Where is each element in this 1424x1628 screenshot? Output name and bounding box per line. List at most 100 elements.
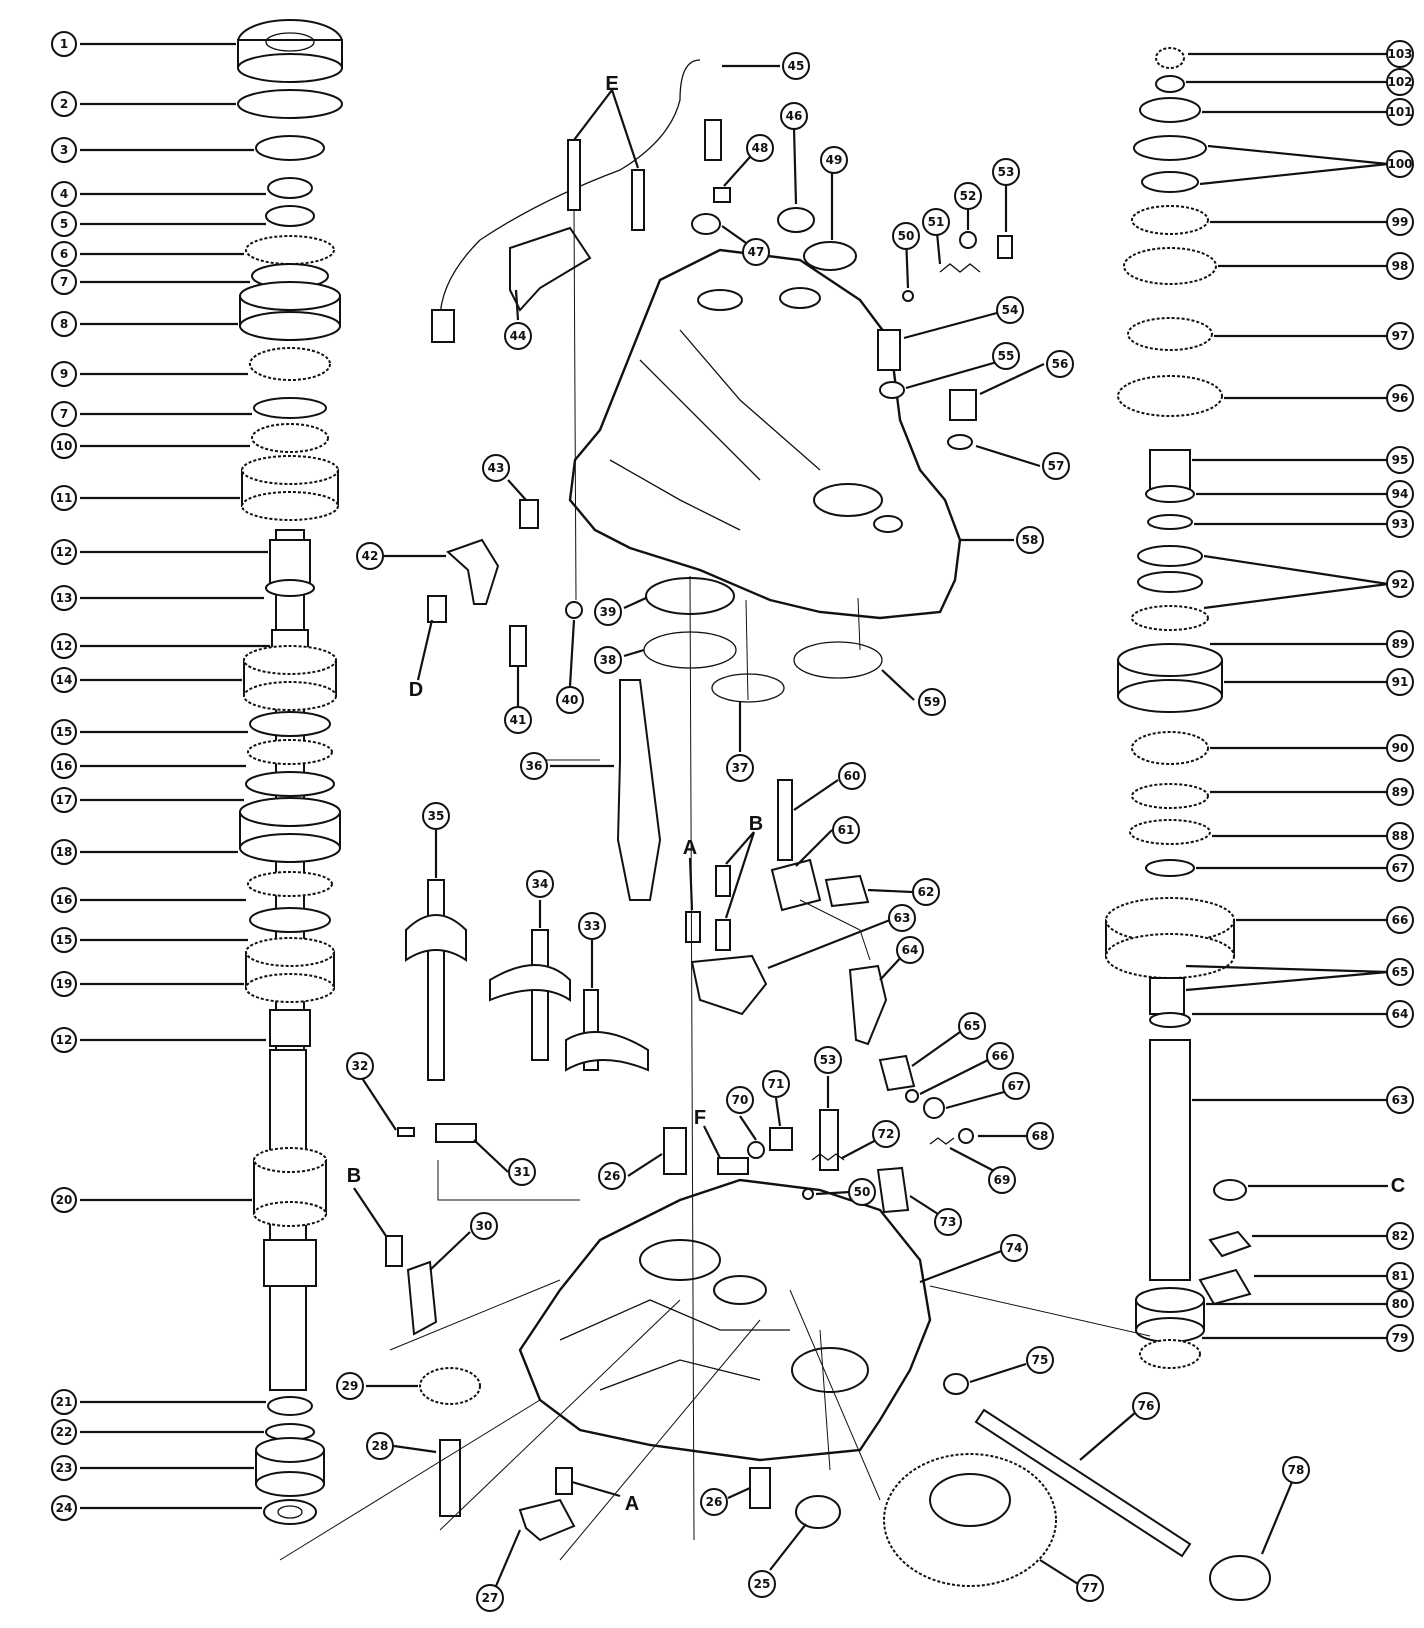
snap-ring-59 — [793, 641, 883, 679]
part-spacer-5 — [265, 205, 315, 227]
leader-55 — [905, 358, 1005, 390]
leader-69 — [949, 1147, 997, 1173]
part-bearing-80-bottom — [1135, 1317, 1205, 1343]
leader-62 — [867, 888, 913, 894]
housing-bore-a — [813, 483, 883, 517]
ball-50b — [802, 1188, 814, 1200]
housing-bore-d — [873, 515, 903, 533]
svg-text:76: 76 — [1138, 1399, 1155, 1413]
housing-bottom-bore-a — [639, 1239, 721, 1281]
callout-51: 51 — [922, 208, 950, 236]
leader-56 — [979, 363, 1045, 395]
callout-92: 92 — [1386, 570, 1414, 598]
callout-60: 60 — [838, 762, 866, 790]
callout-6: 6 — [51, 241, 77, 267]
part-hub-9 — [249, 347, 331, 381]
callout-63b: 63 — [1386, 1086, 1414, 1114]
svg-text:6: 6 — [60, 247, 68, 261]
svg-text:102: 102 — [1387, 75, 1412, 89]
svg-text:18: 18 — [56, 845, 73, 859]
callout-61: 61 — [832, 816, 860, 844]
label-C: C — [1391, 1175, 1405, 1197]
callout-89b: 89 — [1386, 778, 1414, 806]
part-ring-15b — [249, 907, 331, 933]
callout-69: 69 — [988, 1166, 1016, 1194]
callout-52: 52 — [954, 182, 982, 210]
washer-52 — [959, 231, 977, 249]
part-48 — [713, 187, 731, 203]
callout-99: 99 — [1386, 208, 1414, 236]
guide-7 — [929, 1285, 1151, 1337]
leader-32 — [361, 1077, 397, 1131]
snap-ring-37 — [711, 673, 785, 703]
part-ring-88 — [1129, 819, 1211, 845]
leader-27 — [494, 1529, 522, 1587]
svg-text:50: 50 — [854, 1185, 871, 1199]
svg-text:71: 71 — [768, 1077, 785, 1091]
callout-72: 72 — [872, 1120, 900, 1148]
part-gear-19-bottom — [245, 973, 335, 1003]
svg-text:103: 103 — [1387, 47, 1412, 61]
callout-39: 39 — [594, 598, 622, 626]
callout-29: 29 — [336, 1372, 364, 1400]
part-ring-93 — [1147, 514, 1193, 530]
part-gear-97 — [1127, 317, 1213, 351]
part-sleeve-8-top — [239, 281, 341, 311]
svg-text:91: 91 — [1392, 675, 1409, 689]
svg-text:81: 81 — [1392, 1269, 1409, 1283]
bolt-B1 — [715, 865, 731, 897]
svg-text:28: 28 — [372, 1439, 389, 1453]
part-spacer-95 — [1149, 449, 1191, 491]
spring-51 — [939, 263, 981, 273]
callout-70: 70 — [726, 1086, 754, 1114]
callout-27: 27 — [476, 1584, 504, 1612]
callout-56: 56 — [1046, 350, 1074, 378]
svg-text:80: 80 — [1392, 1297, 1409, 1311]
callout-22: 22 — [51, 1419, 77, 1445]
part-gear-10 — [251, 423, 329, 453]
svg-text:64: 64 — [1392, 1007, 1409, 1021]
callout-90: 90 — [1386, 734, 1414, 762]
svg-text:54: 54 — [1002, 303, 1019, 317]
leader-A1 — [688, 857, 694, 911]
callout-15a: 15 — [51, 719, 77, 745]
shaft-76 — [974, 1408, 1192, 1558]
wire-harness — [439, 59, 701, 321]
svg-text:52: 52 — [960, 189, 977, 203]
bolt-F — [717, 1157, 749, 1175]
svg-text:47: 47 — [748, 245, 765, 259]
svg-text:56: 56 — [1052, 357, 1069, 371]
sensor-45 — [704, 119, 722, 161]
part-27 — [518, 1498, 576, 1542]
bolt-B3 — [385, 1235, 403, 1267]
part-66 — [905, 1089, 919, 1103]
callout-64b: 64 — [1386, 1000, 1414, 1028]
part-gear-11-top — [241, 455, 339, 485]
svg-text:33: 33 — [584, 919, 601, 933]
callout-82: 82 — [1386, 1222, 1414, 1250]
callout-21: 21 — [51, 1389, 77, 1415]
part-sleeve-18-bottom — [239, 833, 341, 863]
part-gear-86-bottom — [1105, 933, 1235, 979]
leader-31 — [473, 1139, 509, 1173]
part-sleeve-8-bottom — [239, 311, 341, 341]
svg-text:53: 53 — [998, 165, 1015, 179]
plug-47 — [691, 213, 721, 235]
svg-text:94: 94 — [1392, 487, 1409, 501]
callout-15b: 15 — [51, 927, 77, 953]
callout-77: 77 — [1076, 1574, 1104, 1602]
shaft-34 — [531, 929, 549, 1061]
callout-53b: 53 — [814, 1046, 842, 1074]
callout-76: 76 — [1132, 1392, 1160, 1420]
svg-text:62: 62 — [918, 885, 935, 899]
part-67 — [923, 1097, 945, 1119]
callout-66a: 66 — [986, 1042, 1014, 1070]
svg-text:12: 12 — [56, 639, 73, 653]
guide-11 — [789, 1289, 881, 1501]
part-gear-20-bottom — [253, 1201, 327, 1227]
svg-text:10: 10 — [56, 439, 73, 453]
callout-33: 33 — [578, 912, 606, 940]
svg-text:82: 82 — [1392, 1229, 1409, 1243]
label-A1: A — [683, 837, 697, 859]
shaft-60 — [777, 779, 793, 861]
